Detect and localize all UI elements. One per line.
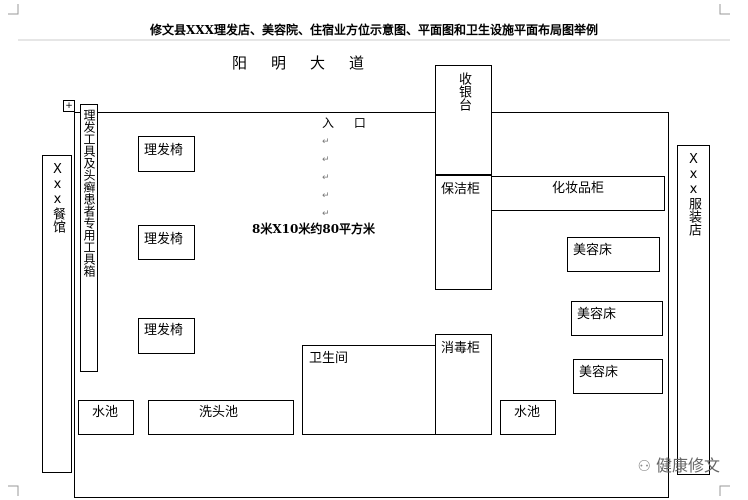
cashier-label: 收银台 <box>456 72 471 111</box>
sink-right-label: 水池 <box>514 405 541 420</box>
restroom: 卫生间 <box>302 345 436 435</box>
barber-chair-label: 理发椅 <box>144 323 184 338</box>
cashier-counter: 收银台 <box>435 65 492 175</box>
entrance-label: 入 口 <box>322 116 374 130</box>
beauty-bed-label: 美容床 <box>579 365 619 380</box>
restroom-label: 卫生间 <box>309 351 349 366</box>
restaurant-label: Xxx餐馆 <box>50 162 65 233</box>
disinfection-cabinet-label: 消毒柜 <box>441 341 481 356</box>
clothing-store: Xxx服装店 <box>677 145 710 475</box>
wechat-icon: ⚇ <box>637 457 651 475</box>
tool-cabinet: 理发工具及头癣患者专用工具箱 <box>80 104 98 372</box>
shampoo-sink-label: 洗头池 <box>199 405 239 420</box>
beauty-bed: 美容床 <box>571 301 663 336</box>
cleaning-cabinet: 保洁柜 <box>435 175 492 290</box>
beauty-bed-label: 美容床 <box>577 307 617 322</box>
cosmetics-cabinet: 化妆品柜 <box>491 176 665 211</box>
beauty-bed-label: 美容床 <box>573 243 613 258</box>
disinfection-cabinet: 消毒柜 <box>435 334 492 435</box>
clothing-store-label: Xxx服装店 <box>686 152 701 236</box>
barber-chair-label: 理发椅 <box>144 143 184 158</box>
sink-left: 水池 <box>78 400 134 435</box>
beauty-bed: 美容床 <box>573 359 663 394</box>
cosmetics-cabinet-label: 化妆品柜 <box>552 181 605 196</box>
beauty-bed: 美容床 <box>567 237 660 272</box>
sink-right: 水池 <box>500 400 556 435</box>
watermark: ⚇ 健康修文 <box>637 452 720 476</box>
barber-chair-label: 理发椅 <box>144 232 184 247</box>
entrance-para-marks: ↵↵↵ ↵↵ <box>322 137 330 219</box>
barber-chair: 理发椅 <box>138 136 195 172</box>
road-label: 阳明大道 <box>232 54 389 72</box>
table-move-handle-icon[interactable]: + <box>63 100 75 112</box>
barber-chair: 理发椅 <box>138 318 195 354</box>
area-label: 8米X10米约80平方米 <box>252 222 376 236</box>
cleaning-cabinet-label: 保洁柜 <box>441 182 481 197</box>
document-title: 修文县XXX理发店、美容院、住宿业方位示意图、平面图和卫生设施平面布局图举例 <box>150 23 598 37</box>
barber-chair: 理发椅 <box>138 225 195 260</box>
watermark-text: 健康修文 <box>655 456 720 475</box>
sink-left-label: 水池 <box>92 405 119 420</box>
tool-cabinet-label: 理发工具及头癣患者专用工具箱 <box>82 109 96 277</box>
shampoo-sink: 洗头池 <box>148 400 294 435</box>
restaurant: Xxx餐馆 <box>42 155 72 473</box>
